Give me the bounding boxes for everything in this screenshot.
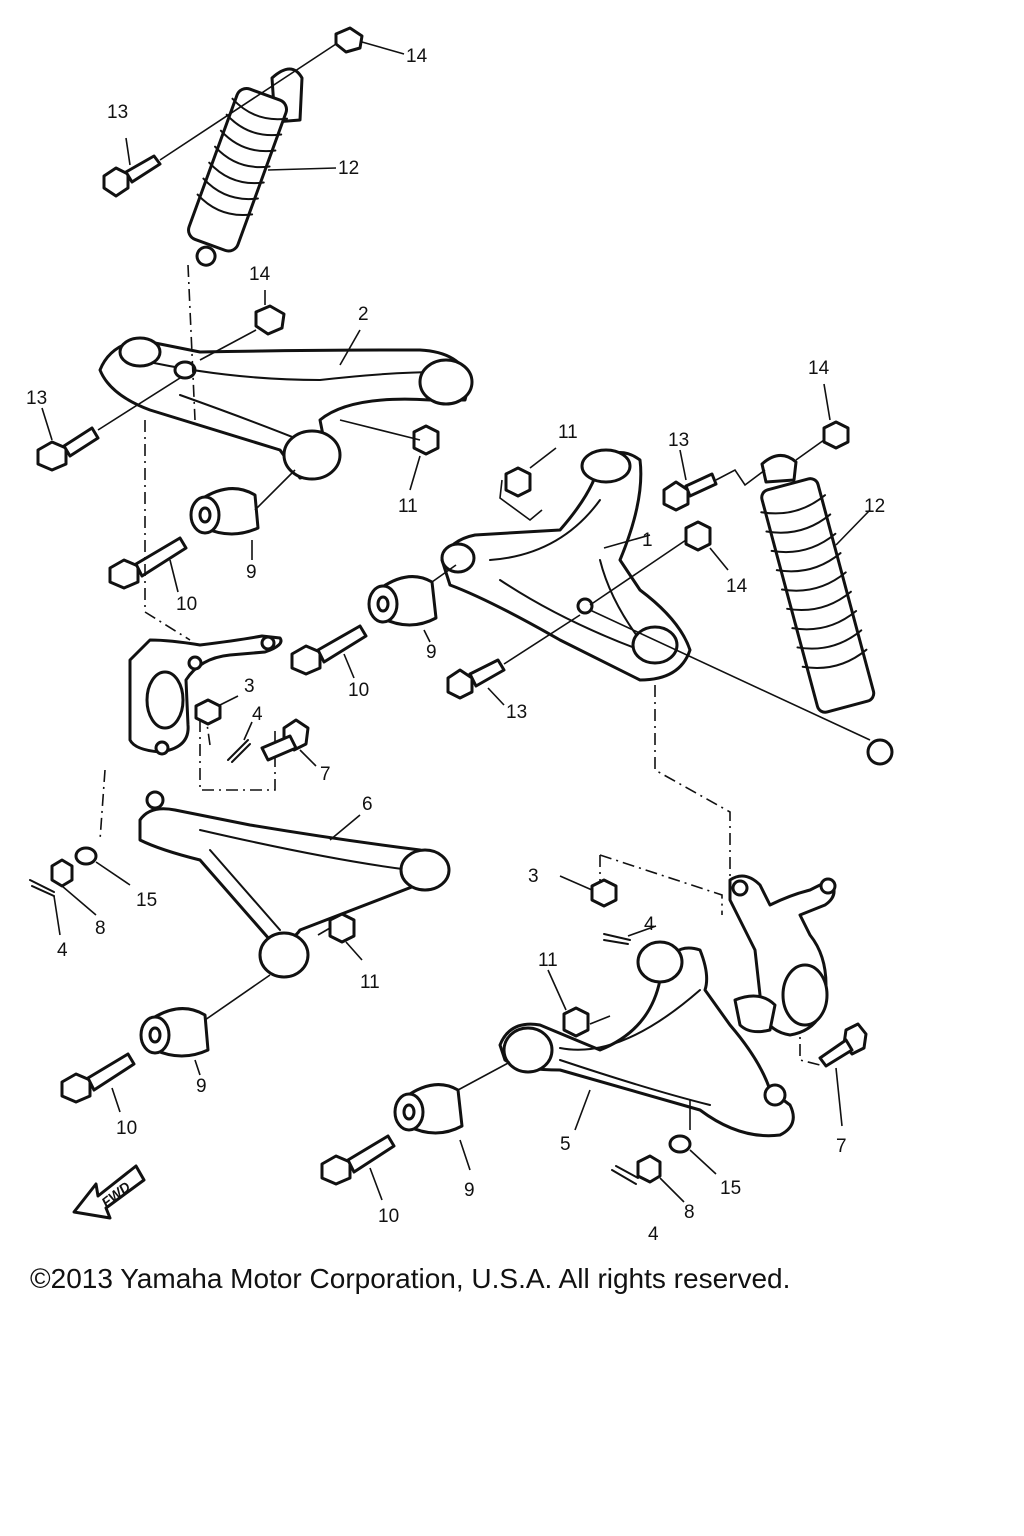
upper-arm-2 — [98, 336, 474, 481]
callout-10: 10 — [116, 1118, 137, 1139]
cotter-pin-4-b — [29, 879, 55, 897]
callout-3: 3 — [244, 676, 255, 697]
callout-5: 5 — [560, 1134, 571, 1155]
cotter-pin-4-d — [611, 1165, 639, 1185]
callout-11: 11 — [558, 422, 578, 443]
bolt-7-a — [260, 718, 310, 762]
callout-7: 7 — [320, 764, 331, 785]
callout-4: 4 — [644, 914, 655, 935]
knuckle-right — [728, 874, 837, 1037]
callout-9: 9 — [426, 642, 437, 663]
callout-14: 14 — [249, 264, 271, 285]
callout-14: 14 — [406, 46, 428, 67]
bolt-13-d — [446, 658, 506, 700]
cotter-pin-4-a — [227, 739, 251, 763]
callout-14: 14 — [808, 358, 830, 379]
callout-9: 9 — [464, 1180, 475, 1201]
callout-10: 10 — [176, 594, 197, 615]
callout-15: 15 — [136, 890, 157, 911]
fwd-arrow-icon: FWD — [72, 1164, 146, 1220]
bolt-13-c — [662, 472, 718, 512]
bushing-9-b — [139, 1007, 210, 1058]
nut-14-c — [822, 420, 850, 450]
bolt-13-b — [36, 426, 100, 472]
bushing-9-a — [189, 487, 260, 536]
nut-11-d — [562, 1006, 590, 1038]
callout-14: 14 — [726, 576, 748, 597]
nut-14-b — [254, 304, 286, 336]
nut-14-a — [334, 26, 364, 54]
callout-13: 13 — [506, 702, 527, 723]
washer-15-a — [74, 846, 98, 866]
callout-2: 2 — [358, 304, 369, 325]
nut-8-b — [636, 1154, 662, 1184]
bolt-10-d — [320, 1134, 396, 1186]
callout-4: 4 — [57, 940, 68, 961]
bolt-7-b — [818, 1022, 868, 1068]
callout-6: 6 — [362, 794, 373, 815]
nut-3-b — [590, 878, 618, 908]
cotter-pin-4-c — [603, 933, 631, 945]
lower-arm-5 — [498, 940, 795, 1138]
callout-1: 1 — [642, 530, 653, 551]
bushing-9-d — [393, 1083, 464, 1135]
callout-4: 4 — [648, 1224, 659, 1240]
suspension-exploded-diagram: FWD — [26, 26, 894, 1240]
callout-13: 13 — [668, 430, 689, 451]
lower-arm-6 — [138, 790, 451, 979]
washer-15-b — [668, 1134, 692, 1154]
upper-arm-1 — [440, 448, 692, 682]
shock-absorber-left — [187, 67, 304, 267]
bolt-10-b — [60, 1052, 136, 1104]
callout-11: 11 — [398, 496, 418, 517]
shock-absorber-right — [760, 454, 894, 766]
callout-4: 4 — [252, 704, 263, 725]
bolt-13-a — [102, 154, 162, 198]
nut-11-a — [412, 424, 440, 456]
callout-7: 7 — [836, 1136, 847, 1157]
callout-9: 9 — [246, 562, 257, 583]
nut-11-b — [328, 912, 356, 944]
bolt-10-a — [108, 536, 188, 590]
callout-labels: 14 13 12 14 2 13 11 9 10 3 4 7 6 15 8 4 … — [26, 46, 885, 1240]
callout-12: 12 — [338, 158, 359, 179]
callout-13: 13 — [26, 388, 47, 409]
callout-3: 3 — [528, 866, 539, 887]
bushing-9-c — [367, 575, 438, 627]
bolt-10-c — [290, 624, 368, 676]
copyright-notice: ©2013 Yamaha Motor Corporation, U.S.A. A… — [30, 1263, 791, 1294]
callout-11: 11 — [360, 972, 380, 993]
nut-8-a — [50, 858, 74, 888]
callout-15: 15 — [720, 1178, 741, 1199]
callout-12: 12 — [864, 496, 885, 517]
callout-9: 9 — [196, 1076, 207, 1097]
nut-11-c — [504, 466, 532, 498]
nut-14-d — [684, 520, 712, 552]
callout-8: 8 — [95, 918, 106, 939]
callout-10: 10 — [348, 680, 369, 701]
knuckle-left — [128, 634, 283, 756]
callout-13: 13 — [107, 102, 128, 123]
callout-8: 8 — [684, 1202, 695, 1223]
callout-11: 11 — [538, 950, 558, 971]
callout-10: 10 — [378, 1206, 399, 1227]
nut-3-a — [194, 698, 222, 726]
